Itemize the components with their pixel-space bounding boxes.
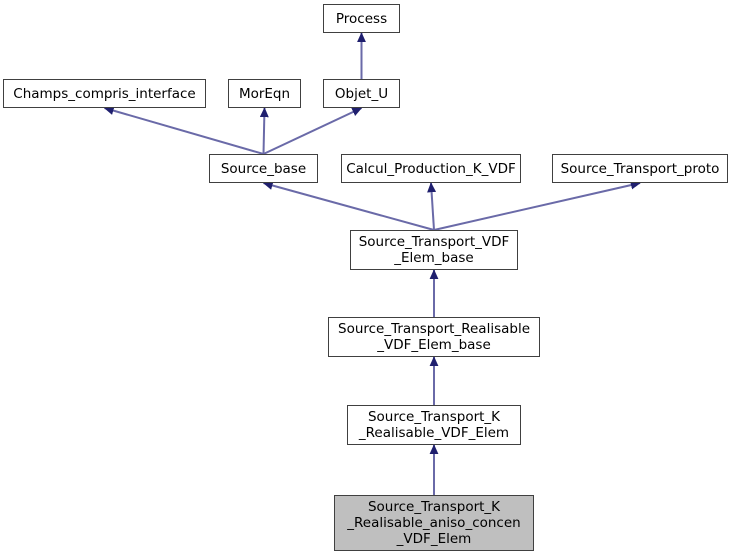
class-node-transport_proto[interactable]: Source_Transport_proto — [552, 154, 728, 183]
class-node-k_realisable_aniso[interactable]: Source_Transport_K _Realisable_aniso_con… — [334, 495, 534, 551]
class-node-label: Source_Transport_proto — [560, 160, 720, 177]
class-node-process[interactable]: Process — [323, 4, 400, 33]
inheritance-edge — [263, 107, 363, 155]
class-node-champs[interactable]: Champs_compris_interface — [3, 79, 206, 108]
class-node-label: Calcul_Production_K_VDF — [346, 160, 516, 177]
class-node-label: Objet_U — [334, 85, 389, 102]
inheritance-edge — [433, 180, 641, 231]
class-node-label: Champs_compris_interface — [13, 85, 196, 102]
class-node-source_base[interactable]: Source_base — [209, 154, 318, 183]
class-node-label: Source_Transport_K _Realisable_aniso_con… — [347, 499, 521, 547]
inheritance-edge — [427, 182, 437, 231]
class-node-label: Source_Transport_VDF _Elem_base — [358, 234, 510, 266]
class-node-realisable_base[interactable]: Source_Transport_Realisable _VDF_Elem_ba… — [328, 317, 540, 357]
class-node-k_realisable[interactable]: Source_Transport_K _Realisable_VDF_Elem — [347, 405, 521, 445]
class-node-label: Source_Transport_K _Realisable_VDF_Elem — [358, 409, 510, 441]
inheritance-edge — [103, 106, 264, 155]
class-node-label: Source_Transport_Realisable _VDF_Elem_ba… — [338, 321, 530, 353]
class-node-label: MorEqn — [238, 85, 291, 102]
class-node-label: Source_base — [220, 160, 307, 177]
inheritance-edge — [259, 107, 269, 155]
class-node-vdf_elem_base[interactable]: Source_Transport_VDF _Elem_base — [350, 230, 518, 270]
class-node-objet_u[interactable]: Objet_U — [323, 79, 400, 108]
class-node-label: Process — [335, 10, 388, 27]
class-node-calcul_prod[interactable]: Calcul_Production_K_VDF — [341, 154, 521, 183]
class-node-moreqn[interactable]: MorEqn — [228, 79, 301, 108]
inheritance-edge — [262, 181, 435, 231]
